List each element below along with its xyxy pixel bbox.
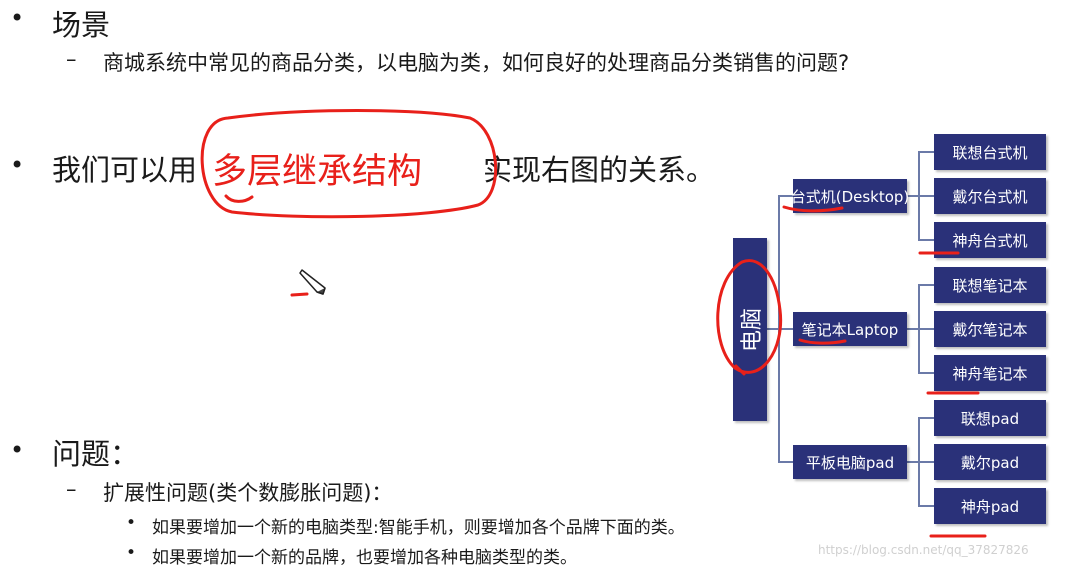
category-node-desktop: 台式机(Desktop) (791, 179, 909, 213)
watermark: https://blog.csdn.net/qq_37827826 (818, 543, 1029, 557)
problem-subtitle: 扩展性问题(类个数膨胀问题)： (103, 481, 393, 505)
highlight-underline (224, 194, 254, 203)
connector-line (907, 328, 919, 330)
leaf-node: 联想笔记本 (934, 267, 1046, 303)
leaf-node: 联想pad (934, 400, 1046, 436)
leaf-node: 神舟pad (934, 488, 1046, 524)
bullet: • (10, 151, 25, 179)
connector-line (778, 328, 793, 330)
problem-item: 如果要增加一个新的品牌，也要增加各种电脑类型的类。 (152, 548, 577, 568)
connector-line (918, 239, 934, 241)
leaf-node: 戴尔pad (934, 444, 1046, 480)
leaf-node: 戴尔台式机 (934, 178, 1046, 214)
connector-line (918, 372, 934, 374)
leaf-node: 神舟笔记本 (934, 355, 1046, 391)
connector-line (907, 461, 919, 463)
dash: – (66, 47, 77, 71)
connector-line (918, 284, 934, 286)
problem-heading: 问题： (52, 437, 140, 471)
scene-heading: 场景 (52, 8, 111, 42)
scene-description: 商城系统中常见的商品分类，以电脑为类，如何良好的处理商品分类销售的问题? (103, 51, 850, 75)
connector-line (778, 195, 793, 197)
connector-line (907, 195, 919, 197)
bullet: • (126, 543, 137, 563)
connector-line (778, 461, 793, 463)
category-node-pad: 平板电脑pad (793, 445, 907, 479)
connector-line (918, 505, 934, 507)
connector-line (918, 328, 934, 330)
root-circle (716, 259, 783, 374)
connector-line (918, 195, 934, 197)
pen-cursor-icon (299, 269, 326, 295)
dash: – (66, 477, 77, 501)
bullet: • (10, 436, 25, 464)
scribble-mark (290, 292, 309, 297)
category-node-laptop: 笔记本Laptop (793, 312, 907, 346)
highlight-circle (200, 109, 498, 219)
connector-line (767, 328, 779, 330)
leaf-node: 联想台式机 (934, 134, 1046, 170)
root-node: 电脑 (733, 238, 767, 421)
bullet: • (10, 4, 25, 32)
leaf-node: 戴尔笔记本 (934, 311, 1046, 347)
connector-line (918, 461, 934, 463)
highlight-text: 多层继承结构 (212, 152, 423, 192)
problem-item: 如果要增加一个新的电脑类型:智能手机，则要增加各个品牌下面的类。 (152, 518, 685, 538)
connector-line (918, 151, 934, 153)
solution-text-after: 实现右图的关系。 (483, 153, 716, 187)
root-tail (734, 364, 746, 376)
bullet: • (126, 513, 137, 533)
desktop-underline (782, 205, 844, 213)
laptop-underline (798, 338, 847, 345)
solution-text-before: 我们可以用 (52, 153, 198, 187)
connector-line (918, 417, 934, 419)
